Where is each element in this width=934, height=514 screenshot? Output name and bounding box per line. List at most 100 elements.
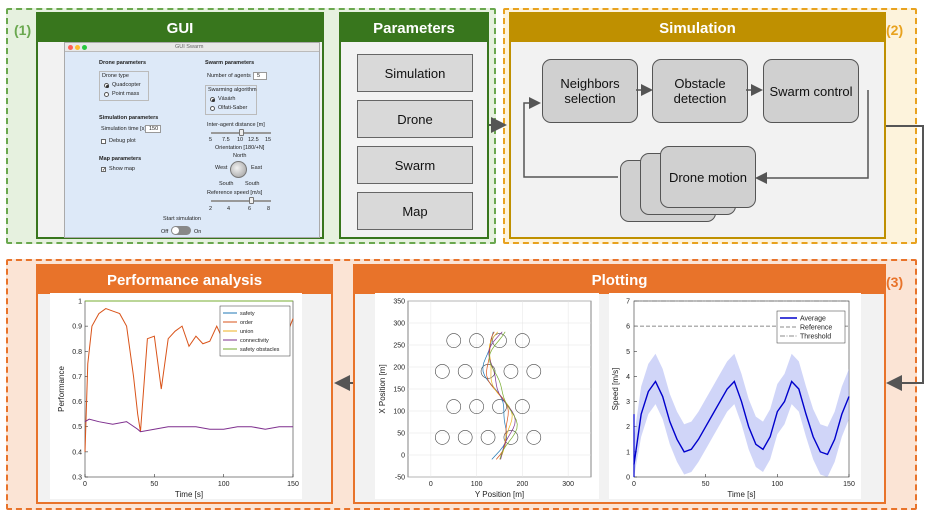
- distance-tick-2: 10: [237, 137, 244, 143]
- region-2-label: (2): [886, 22, 904, 38]
- obstacle-circle: [457, 364, 473, 379]
- drone-trajectory: [488, 331, 513, 460]
- traj-ytick-label: 0: [401, 453, 405, 460]
- gui-window-title: GUI Swarm: [175, 44, 204, 50]
- distance-tick-4: 15: [265, 137, 272, 143]
- obstacle-circle: [469, 399, 484, 414]
- distance-tick-3: 12.5: [248, 137, 259, 143]
- speed-legend-label: Average: [800, 316, 826, 323]
- traj-ytick-label: 200: [393, 365, 405, 372]
- arrow-simulation-to-plotting: [886, 125, 924, 391]
- orientation-knob[interactable]: [230, 161, 247, 178]
- olfati-saber-radio[interactable]: [210, 106, 215, 111]
- perf-xtick-label: 0: [83, 481, 87, 488]
- perf-xtick-label: 100: [218, 481, 230, 488]
- traj-ytick-label: 300: [393, 321, 405, 328]
- swarming-algorithm-label: Swarming algorithm: [208, 87, 257, 93]
- traj-ytick-label: 50: [397, 431, 405, 438]
- distance-slider-thumb[interactable]: [239, 129, 244, 136]
- obstacle-circle: [446, 333, 462, 348]
- drone-type-group: Drone type Quadcopter Point mass: [99, 71, 149, 101]
- compass-south-2: South: [245, 181, 260, 187]
- drone-type-label: Drone type: [102, 73, 129, 79]
- perf-ytick-label: 0.4: [72, 449, 82, 456]
- swarm-parameters-button[interactable]: Swarm: [357, 146, 473, 184]
- compass-west: West: [215, 165, 228, 171]
- speed-xtick-label: 0: [632, 481, 636, 488]
- speed-tick-0: 2: [209, 206, 213, 212]
- simulation-panel-title: Simulation: [511, 14, 884, 42]
- region-1-label: (1): [14, 22, 32, 38]
- traj-xtick-label: 100: [471, 481, 483, 488]
- obstacle-circle: [469, 333, 484, 348]
- speed-slider-thumb[interactable]: [249, 197, 254, 204]
- obstacle-detection-node: Obstacle detection: [652, 59, 748, 123]
- speed-legend-label: Reference: [800, 325, 832, 332]
- debug-plot-checkbox[interactable]: [101, 139, 106, 144]
- traj-xlabel: Y Position [m]: [475, 490, 524, 499]
- number-of-agents-value: 5: [257, 73, 261, 79]
- simulation-parameters-heading: Simulation parameters: [99, 115, 159, 121]
- quadcopter-radio[interactable]: [104, 83, 109, 88]
- perf-ytick-label: 0.3: [72, 475, 82, 482]
- distance-tick-1: 7.5: [222, 137, 230, 143]
- plotting-panel-title: Plotting: [355, 266, 884, 294]
- vasarhelyi-label: Vásárh: [218, 96, 236, 102]
- speed-ytick-label: 3: [626, 399, 630, 406]
- region-3-label: (3): [886, 274, 904, 290]
- drone-motion-node: Drone motion: [660, 146, 756, 208]
- perf-legend-label: union: [240, 329, 253, 335]
- orientation-label: Orientation [180/+N]: [215, 145, 265, 151]
- perf-legend-label: safety: [240, 311, 255, 317]
- inter-agent-distance-label: Inter-agent distance [m]: [207, 122, 265, 128]
- obstacle-circle: [446, 399, 462, 414]
- number-of-agents-input[interactable]: 5: [253, 72, 267, 80]
- perf-series-connectivity: [84, 418, 293, 433]
- perf-ytick-label: 0.6: [72, 399, 82, 406]
- speed-series-average: [633, 380, 850, 465]
- traj-ylabel: X Position [m]: [378, 364, 387, 413]
- perf-ytick-label: 1: [78, 299, 82, 306]
- simulation-time-input[interactable]: 150: [145, 125, 161, 133]
- traj-xtick-label: 200: [517, 481, 529, 488]
- speed-ytick-label: 7: [626, 299, 630, 306]
- compass-north: North: [233, 153, 247, 159]
- perf-ytick-label: 0.8: [72, 349, 82, 356]
- inter-agent-distance-slider[interactable]: [211, 129, 271, 136]
- obstacle-circle: [435, 364, 450, 379]
- speed-tick-3: 8: [267, 206, 271, 212]
- perf-xtick-label: 150: [287, 481, 299, 488]
- simulation-parameters-button[interactable]: Simulation: [357, 54, 473, 92]
- swarm-parameters-heading: Swarm parameters: [205, 60, 255, 66]
- perf-legend-label: order: [240, 320, 253, 326]
- window-close-icon[interactable]: [68, 45, 73, 50]
- window-maximize-icon[interactable]: [82, 45, 87, 50]
- parameters-panel: Parameters Simulation Drone Swarm Map: [339, 12, 489, 239]
- drone-parameters-button[interactable]: Drone: [357, 100, 473, 138]
- reference-speed-slider[interactable]: [211, 197, 271, 204]
- toggle-off-label: Off: [161, 229, 169, 235]
- speed-xtick-label: 100: [771, 481, 783, 488]
- perf-xlabel: Time [s]: [175, 490, 203, 499]
- speed-xtick-label: 50: [702, 481, 710, 488]
- traj-ytick-label: 150: [393, 387, 405, 394]
- window-minimize-icon[interactable]: [75, 45, 80, 50]
- speed-xlabel: Time [s]: [727, 490, 755, 499]
- obstacle-circle: [480, 430, 496, 445]
- vasarhelyi-radio[interactable]: [210, 97, 215, 102]
- obstacle-circle: [435, 430, 450, 445]
- show-map-checkbox[interactable]: ✓: [101, 167, 107, 173]
- gui-window-titlebar: GUI Swarm: [65, 43, 319, 52]
- point-mass-radio[interactable]: [104, 92, 109, 97]
- point-mass-label: Point mass: [112, 91, 140, 97]
- map-parameters-button[interactable]: Map: [357, 192, 473, 230]
- gui-panel: GUI GUI Swarm Drone parameters Drone typ…: [36, 12, 324, 239]
- start-simulation-toggle[interactable]: [171, 226, 191, 235]
- perf-ytick-label: 0.7: [72, 374, 82, 381]
- olfati-saber-label: Olfati-Saber: [218, 105, 248, 111]
- perf-legend-label: safety obstacles: [240, 347, 280, 353]
- drone-trajectory: [488, 331, 518, 460]
- quadcopter-label: Quadcopter: [112, 82, 141, 88]
- obstacle-circle: [526, 364, 542, 379]
